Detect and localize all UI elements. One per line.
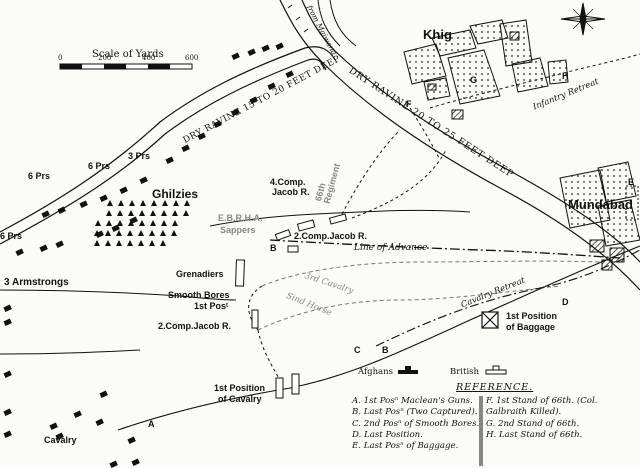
reference-g: G. 2nd Stand of 66th. bbox=[486, 418, 580, 429]
baggage-line-2: of Baggage bbox=[506, 322, 556, 332]
artillery-6prs-b: 6 Prs bbox=[88, 161, 111, 171]
scale-tick-600: 600 bbox=[185, 54, 199, 62]
reference-a: A. 1st Posⁿ Maclean's Guns. bbox=[352, 396, 473, 406]
marker-b-top: B bbox=[270, 243, 277, 253]
reference-b: B. Last Posⁿ (Two Captured). bbox=[352, 407, 478, 418]
legend-marks bbox=[398, 365, 507, 375]
marker-h: H bbox=[562, 71, 569, 81]
place-mundabad: Mundabad bbox=[568, 197, 633, 212]
reference-f: F. 1st Stand of 66th. (Col. bbox=[486, 396, 598, 406]
scale-tick-0: 0 bbox=[58, 54, 63, 62]
place-ghilzies: Ghilzies bbox=[152, 187, 199, 201]
troop-4comp-jacob: Jacob R. bbox=[272, 187, 310, 197]
troop-cavalry-pos-2: of Cavalry bbox=[218, 394, 262, 404]
troop-smooth-bores: Smooth Bores bbox=[168, 290, 230, 300]
marker-f: F bbox=[406, 99, 412, 109]
baggage-line-1: 1st Position bbox=[506, 311, 558, 321]
troop-4comp: 4.Comp. bbox=[270, 177, 306, 187]
legend-british: British bbox=[450, 367, 479, 377]
reference-col-right: F. 1st Stand of 66th. (Col. Galbraith Ki… bbox=[486, 396, 597, 441]
reference-divider bbox=[479, 396, 483, 466]
troop-cavalry: Cavalry bbox=[44, 435, 77, 445]
artillery-3prs: 3 Prs bbox=[128, 151, 151, 161]
british-gun-icon bbox=[235, 213, 348, 399]
baggage-box-icon bbox=[481, 311, 499, 329]
tree-icon bbox=[94, 200, 190, 246]
place-khig: Khig bbox=[423, 27, 452, 42]
artillery-6prs-c: 6 Prs bbox=[0, 231, 23, 241]
legend-afghans: Afghans bbox=[358, 367, 393, 377]
reference-title: REFERENCE. bbox=[456, 382, 534, 393]
reference-f-cont: Galbraith Killed). bbox=[486, 407, 562, 418]
reference-panel: REFERENCE. A. 1st Posⁿ Maclean's Guns. B… bbox=[352, 382, 638, 466]
marker-g: G bbox=[470, 75, 478, 85]
troop-first-post: 1st Posᵗ bbox=[194, 301, 228, 311]
afghan-gun-icon bbox=[3, 42, 294, 468]
compass-rose-icon bbox=[560, 2, 606, 36]
marker-c: C bbox=[354, 345, 361, 355]
troop-sappers: Sappers bbox=[220, 225, 256, 235]
artillery-armstrongs: 3 Armstrongs bbox=[4, 277, 69, 288]
road-from-maiwand bbox=[317, 0, 357, 47]
scale-title: Scale of Yards bbox=[92, 49, 164, 60]
troop-ebrha: E.B.R.H.A. bbox=[218, 213, 263, 223]
mundabad-village bbox=[559, 161, 640, 271]
route-lines bbox=[0, 53, 640, 431]
khig-village bbox=[403, 19, 569, 120]
ravine-left bbox=[0, 46, 336, 245]
marker-d: D bbox=[562, 297, 569, 307]
artillery-6prs-a: 6 Prs bbox=[28, 171, 51, 181]
marker-a: A bbox=[148, 419, 155, 429]
scale-bar bbox=[59, 63, 193, 70]
scale-tick-400: 400 bbox=[142, 54, 156, 62]
troop-grenadiers: Grenadiers bbox=[176, 269, 224, 279]
troop-2comp-bottom: 2.Comp.Jacob R. bbox=[158, 321, 232, 331]
reference-c: C. 2nd Posⁿ of Smooth Bores. bbox=[352, 418, 480, 429]
reference-d: D. Last Position. bbox=[352, 429, 423, 440]
troop-2comp-top: 2.Comp.Jacob R. bbox=[294, 231, 368, 241]
marker-e: E bbox=[628, 177, 635, 187]
reference-h: H. Last Stand of 66th. bbox=[486, 429, 583, 440]
reference-e: E. Last Posⁿ of Baggage. bbox=[352, 441, 459, 452]
marker-b-bottom: B bbox=[382, 345, 389, 355]
reference-col-left: A. 1st Posⁿ Maclean's Guns. B. Last Posⁿ… bbox=[352, 396, 479, 452]
scale-tick-200: 200 bbox=[98, 54, 112, 62]
route-line-of-advance: Line of Advance bbox=[354, 243, 428, 253]
troop-cavalry-pos-1: 1st Position bbox=[214, 383, 266, 393]
